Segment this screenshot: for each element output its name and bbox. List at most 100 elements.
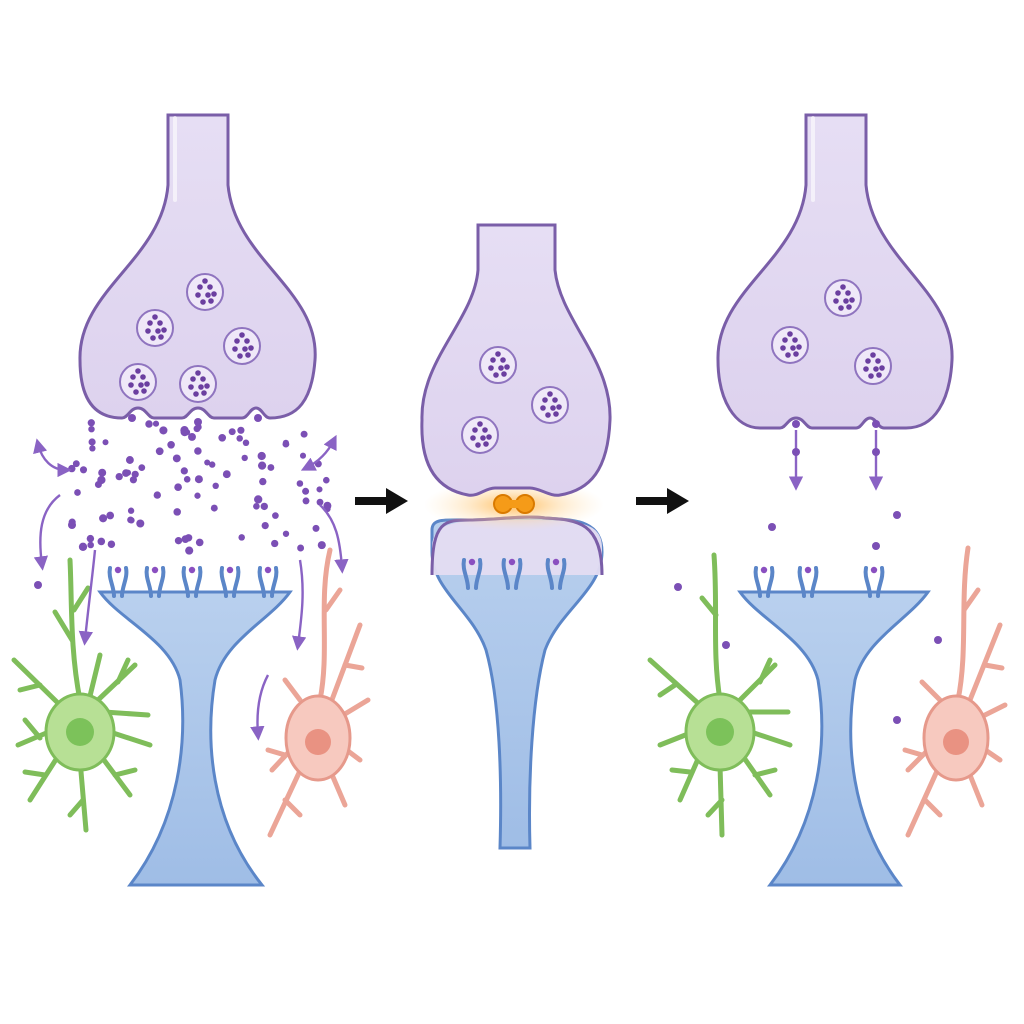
release-arrows xyxy=(788,430,884,491)
panel-3-reduced-release xyxy=(647,113,1008,887)
neurotransmitter-dot xyxy=(302,497,310,505)
synaptic-vesicle xyxy=(136,309,174,347)
neurotransmitter-dot xyxy=(222,470,231,479)
neurotransmitter-dot xyxy=(98,468,107,477)
neurotransmitter-dot xyxy=(188,432,196,441)
panel-2-direct-contact xyxy=(420,223,612,850)
transition-arrow-icon xyxy=(355,488,408,514)
neurotransmitter-dot xyxy=(212,482,219,490)
synaptic-vesicle xyxy=(461,416,499,454)
neurotransmitter-dot xyxy=(238,534,245,541)
neurotransmitter-dot xyxy=(94,481,102,488)
receptor-icon xyxy=(753,566,775,598)
synaptic-vesicle xyxy=(119,363,157,401)
neurotransmitter-dot xyxy=(173,508,181,516)
neurotransmitter-dot xyxy=(131,470,139,478)
green-glial-cell xyxy=(11,557,153,833)
neurotransmitter-dot xyxy=(272,512,279,519)
neurotransmitter-dot xyxy=(792,448,800,456)
neurotransmitter-dot xyxy=(194,418,202,426)
neurotransmitter-dot xyxy=(129,476,138,484)
neurotransmitter-dot xyxy=(124,469,132,476)
neurotransmitter-dot xyxy=(86,534,95,543)
neurotransmitter-dot xyxy=(74,489,81,496)
neurotransmitter-dot xyxy=(792,420,800,428)
neurotransmitter-dot xyxy=(102,439,109,446)
receptor-icon xyxy=(144,566,166,598)
diffusion-arrows xyxy=(33,434,349,741)
pink-glial-cell xyxy=(902,545,1008,838)
neurotransmitter-dot xyxy=(68,521,76,529)
neurotransmitter-dot xyxy=(323,476,330,484)
receptor-icon xyxy=(797,566,819,598)
neurotransmitter-dot xyxy=(267,464,275,471)
neurotransmitter-dot xyxy=(872,542,880,550)
neurotransmitter-dot xyxy=(228,428,236,436)
neurotransmitter-dot xyxy=(145,420,153,428)
neurotransmitter-dot xyxy=(722,641,730,649)
neurotransmitter-dot xyxy=(136,519,145,528)
neurotransmitter-dot xyxy=(194,475,203,484)
neurotransmitter-dot xyxy=(259,477,267,486)
neurotransmitter-dot xyxy=(271,539,279,548)
synaptic-vesicle xyxy=(223,327,261,365)
receptor-row xyxy=(753,566,885,598)
receptor-icon xyxy=(863,566,885,598)
neurotransmitter-dot xyxy=(68,464,76,473)
neurotransmitter-dot xyxy=(72,460,80,468)
neurotransmitter-dot xyxy=(34,581,42,589)
receptor-row xyxy=(461,558,567,590)
neurotransmitter-dot xyxy=(174,537,183,545)
synaptic-vesicle xyxy=(824,279,862,317)
neurotransmitter-dot xyxy=(106,511,115,520)
neurotransmitter-dot xyxy=(317,541,326,550)
neurotransmitter-dot xyxy=(99,514,108,523)
neurotransmitter-dot xyxy=(768,523,776,531)
receptor-icon xyxy=(501,558,523,590)
synaptic-vesicle xyxy=(854,347,892,385)
neurotransmitter-dot xyxy=(87,541,94,549)
neurotransmitter-dot xyxy=(180,467,188,475)
neurotransmitter-dot xyxy=(241,454,248,462)
receptor-row xyxy=(107,566,279,598)
neurotransmitter-dot xyxy=(299,452,307,459)
neurotransmitter-dot xyxy=(127,507,135,514)
neurotransmitter-dot xyxy=(180,426,189,435)
pink-glial-cell xyxy=(265,547,371,838)
receptor-icon xyxy=(107,566,129,598)
receptor-icon xyxy=(181,566,203,598)
neurotransmitter-dot xyxy=(934,636,942,644)
postsynaptic-dendrite xyxy=(430,515,604,850)
neurotransmitter-dot xyxy=(674,583,682,591)
neurotransmitter-dot xyxy=(152,420,160,427)
neurotransmitter-dot xyxy=(88,438,96,446)
neurotransmitter-dot xyxy=(125,456,134,464)
neurotransmitter-dot xyxy=(316,486,323,493)
neurotransmitter-dot xyxy=(253,502,260,510)
neurotransmitter-dot xyxy=(210,504,218,512)
neurotransmitter-dot xyxy=(209,461,216,468)
transition-arrow-icon xyxy=(636,488,689,514)
green-glial-cell xyxy=(647,552,793,838)
neurotransmitter-dot xyxy=(193,425,201,433)
synaptic-vesicle xyxy=(531,386,569,424)
vesicle-group xyxy=(771,279,892,385)
neurotransmitter-dot xyxy=(155,447,164,456)
neurotransmitter-dot xyxy=(159,426,168,435)
synaptic-vesicle xyxy=(771,326,809,364)
vesicle-group xyxy=(461,346,569,454)
postsynaptic-dendrite xyxy=(97,590,293,887)
neurotransmitter-dot xyxy=(138,464,146,471)
neurotransmitter-dot xyxy=(237,426,245,434)
neurotransmitter-dot xyxy=(97,537,106,546)
neurotransmitter-dot xyxy=(297,544,305,552)
neurotransmitter-dot xyxy=(254,414,262,422)
contact-point xyxy=(493,494,535,514)
neurotransmitter-dot xyxy=(88,425,95,433)
neurotransmitter-dot xyxy=(893,511,901,519)
neurotransmitter-dot xyxy=(261,521,269,530)
neurotransmitter-dot xyxy=(79,466,88,474)
neurotransmitter-dot xyxy=(257,451,266,461)
receptor-icon xyxy=(545,558,567,590)
